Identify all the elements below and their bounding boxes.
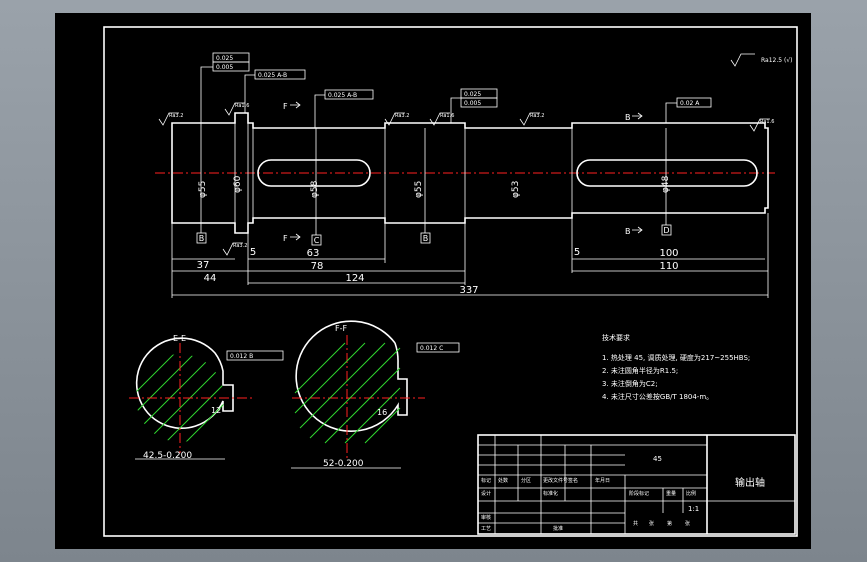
section-f-tol: 0.012 C — [420, 345, 443, 352]
svg-text:0.005: 0.005 — [216, 64, 233, 71]
drawing-canvas[interactable]: Ra12.5 (√) φ55 φ60 φ58 φ55 φ53 φ48 — [55, 13, 811, 549]
dia-4: φ55 — [414, 181, 424, 198]
keyway-c — [257, 159, 371, 187]
dimension-lines — [171, 213, 769, 298]
roughness-symbols: Ra3.2 Ra1.6 Ra3.2 Ra1.6 Ra3.2 Ra1.6 Ra3.… — [158, 102, 774, 256]
svg-text:F: F — [283, 234, 288, 243]
dimension-values: 37 5 63 5 100 44 78 110 124 337 — [197, 247, 679, 296]
svg-text:Ra3.2: Ra3.2 — [169, 113, 183, 119]
svg-text:Ra1.6: Ra1.6 — [235, 103, 249, 109]
section-e-tol: 0.012 B — [230, 353, 253, 360]
section-e-key: 12 — [211, 406, 221, 415]
svg-text:D: D — [663, 226, 669, 235]
keyway-d — [576, 159, 758, 187]
svg-text:第: 第 — [667, 520, 672, 527]
drawing-sheet: Ra12.5 (√) φ55 φ60 φ58 φ55 φ53 φ48 — [103, 26, 798, 537]
svg-text:B: B — [625, 227, 631, 236]
dia-5: φ53 — [511, 181, 521, 198]
svg-text:B: B — [199, 234, 205, 243]
svg-text:Ra12.5 (√): Ra12.5 (√) — [761, 57, 793, 64]
dim-44: 44 — [204, 273, 217, 284]
dim-110: 110 — [659, 261, 678, 272]
section-f-label: F-F — [335, 324, 347, 333]
svg-text:标准化: 标准化 — [543, 490, 558, 497]
title-block: 标记 处数 分区 更改文件号 签名 年月日 设计 标准化 阶段标记 重量 比例 … — [477, 434, 796, 535]
svg-text:Ra3.2: Ra3.2 — [233, 243, 247, 249]
corner-roughness-symbol: Ra12.5 (√) — [730, 53, 793, 67]
dim-124: 124 — [345, 273, 364, 284]
svg-text:Ra1.6: Ra1.6 — [760, 119, 774, 125]
notes-title: 技术要求 — [602, 333, 630, 342]
notes-line-3: 3. 未注倒角为C2; — [602, 379, 658, 388]
section-e-dim: 42.5-0.200 — [143, 451, 192, 461]
part-name: 输出轴 — [735, 476, 765, 489]
svg-text:0.005: 0.005 — [464, 100, 481, 107]
dim-63: 63 — [307, 248, 320, 259]
svg-text:Ra1.6: Ra1.6 — [440, 113, 454, 119]
svg-text:共: 共 — [633, 520, 638, 527]
svg-text:标记: 标记 — [481, 477, 491, 484]
svg-text:0.025 A-B: 0.025 A-B — [258, 72, 287, 79]
dim-100: 100 — [659, 248, 678, 259]
svg-text:审核: 审核 — [481, 514, 491, 521]
dia-3: φ58 — [310, 180, 320, 198]
svg-text:比例: 比例 — [686, 490, 696, 497]
material: 45 — [653, 455, 662, 463]
svg-text:F: F — [283, 102, 288, 111]
svg-text:签名: 签名 — [568, 477, 578, 484]
svg-text:Ra3.2: Ra3.2 — [395, 113, 409, 119]
svg-text:阶段标记: 阶段标记 — [629, 490, 649, 497]
svg-text:分区: 分区 — [521, 477, 531, 484]
section-f-key: 16 — [377, 408, 387, 417]
svg-text:工艺: 工艺 — [481, 526, 491, 532]
svg-text:0.025 A-B: 0.025 A-B — [328, 92, 357, 99]
svg-text:更改文件号: 更改文件号 — [543, 477, 568, 484]
svg-text:C: C — [314, 236, 320, 245]
shaft-outline — [171, 112, 769, 234]
svg-text:0.025: 0.025 — [464, 91, 481, 98]
tolerance-frames: 0.025 0.005 0.025 A-B 0.025 A-B 0.025 0.… — [200, 52, 712, 128]
svg-text:0.02 A: 0.02 A — [680, 100, 700, 107]
svg-text:Ra3.2: Ra3.2 — [530, 113, 544, 119]
svg-text:年月日: 年月日 — [595, 477, 610, 484]
notes-line-2: 2. 未注圆角半径为R1.5; — [602, 366, 678, 375]
svg-text:设计: 设计 — [481, 490, 491, 497]
notes-line-4: 4. 未注尺寸公差按GB/T 1804-m。 — [602, 392, 713, 401]
dim-37: 37 — [197, 260, 210, 271]
drawing-frame — [103, 26, 798, 537]
svg-text:重量: 重量 — [666, 490, 676, 497]
dim-5a: 5 — [250, 247, 256, 258]
section-e: E-E 42.5-0.200 12 0.012 B — [129, 334, 284, 461]
dia-1: φ55 — [198, 181, 208, 198]
svg-text:B: B — [625, 113, 631, 122]
svg-text:张: 张 — [685, 520, 690, 527]
svg-text:张: 张 — [649, 520, 654, 527]
datum-markers: B C B D — [196, 123, 672, 246]
dim-78: 78 — [311, 261, 324, 272]
section-marks: F F B B — [283, 101, 643, 243]
dia-2: φ60 — [233, 175, 243, 193]
dim-337: 337 — [459, 285, 478, 296]
section-f-dim: 52-0.200 — [323, 459, 364, 469]
svg-text:批准: 批准 — [553, 525, 563, 532]
section-f: F-F 52-0.200 16 0.012 C — [291, 320, 460, 469]
scale: 1:1 — [688, 505, 699, 513]
svg-text:B: B — [423, 234, 429, 243]
svg-text:处数: 处数 — [498, 477, 508, 484]
svg-text:0.025: 0.025 — [216, 55, 233, 62]
notes-line-1: 1. 热处理 45, 调质处理, 硬度为217~255HBS; — [602, 353, 750, 362]
dim-5b: 5 — [574, 247, 580, 258]
technical-notes: 技术要求 1. 热处理 45, 调质处理, 硬度为217~255HBS; 2. … — [602, 333, 750, 401]
